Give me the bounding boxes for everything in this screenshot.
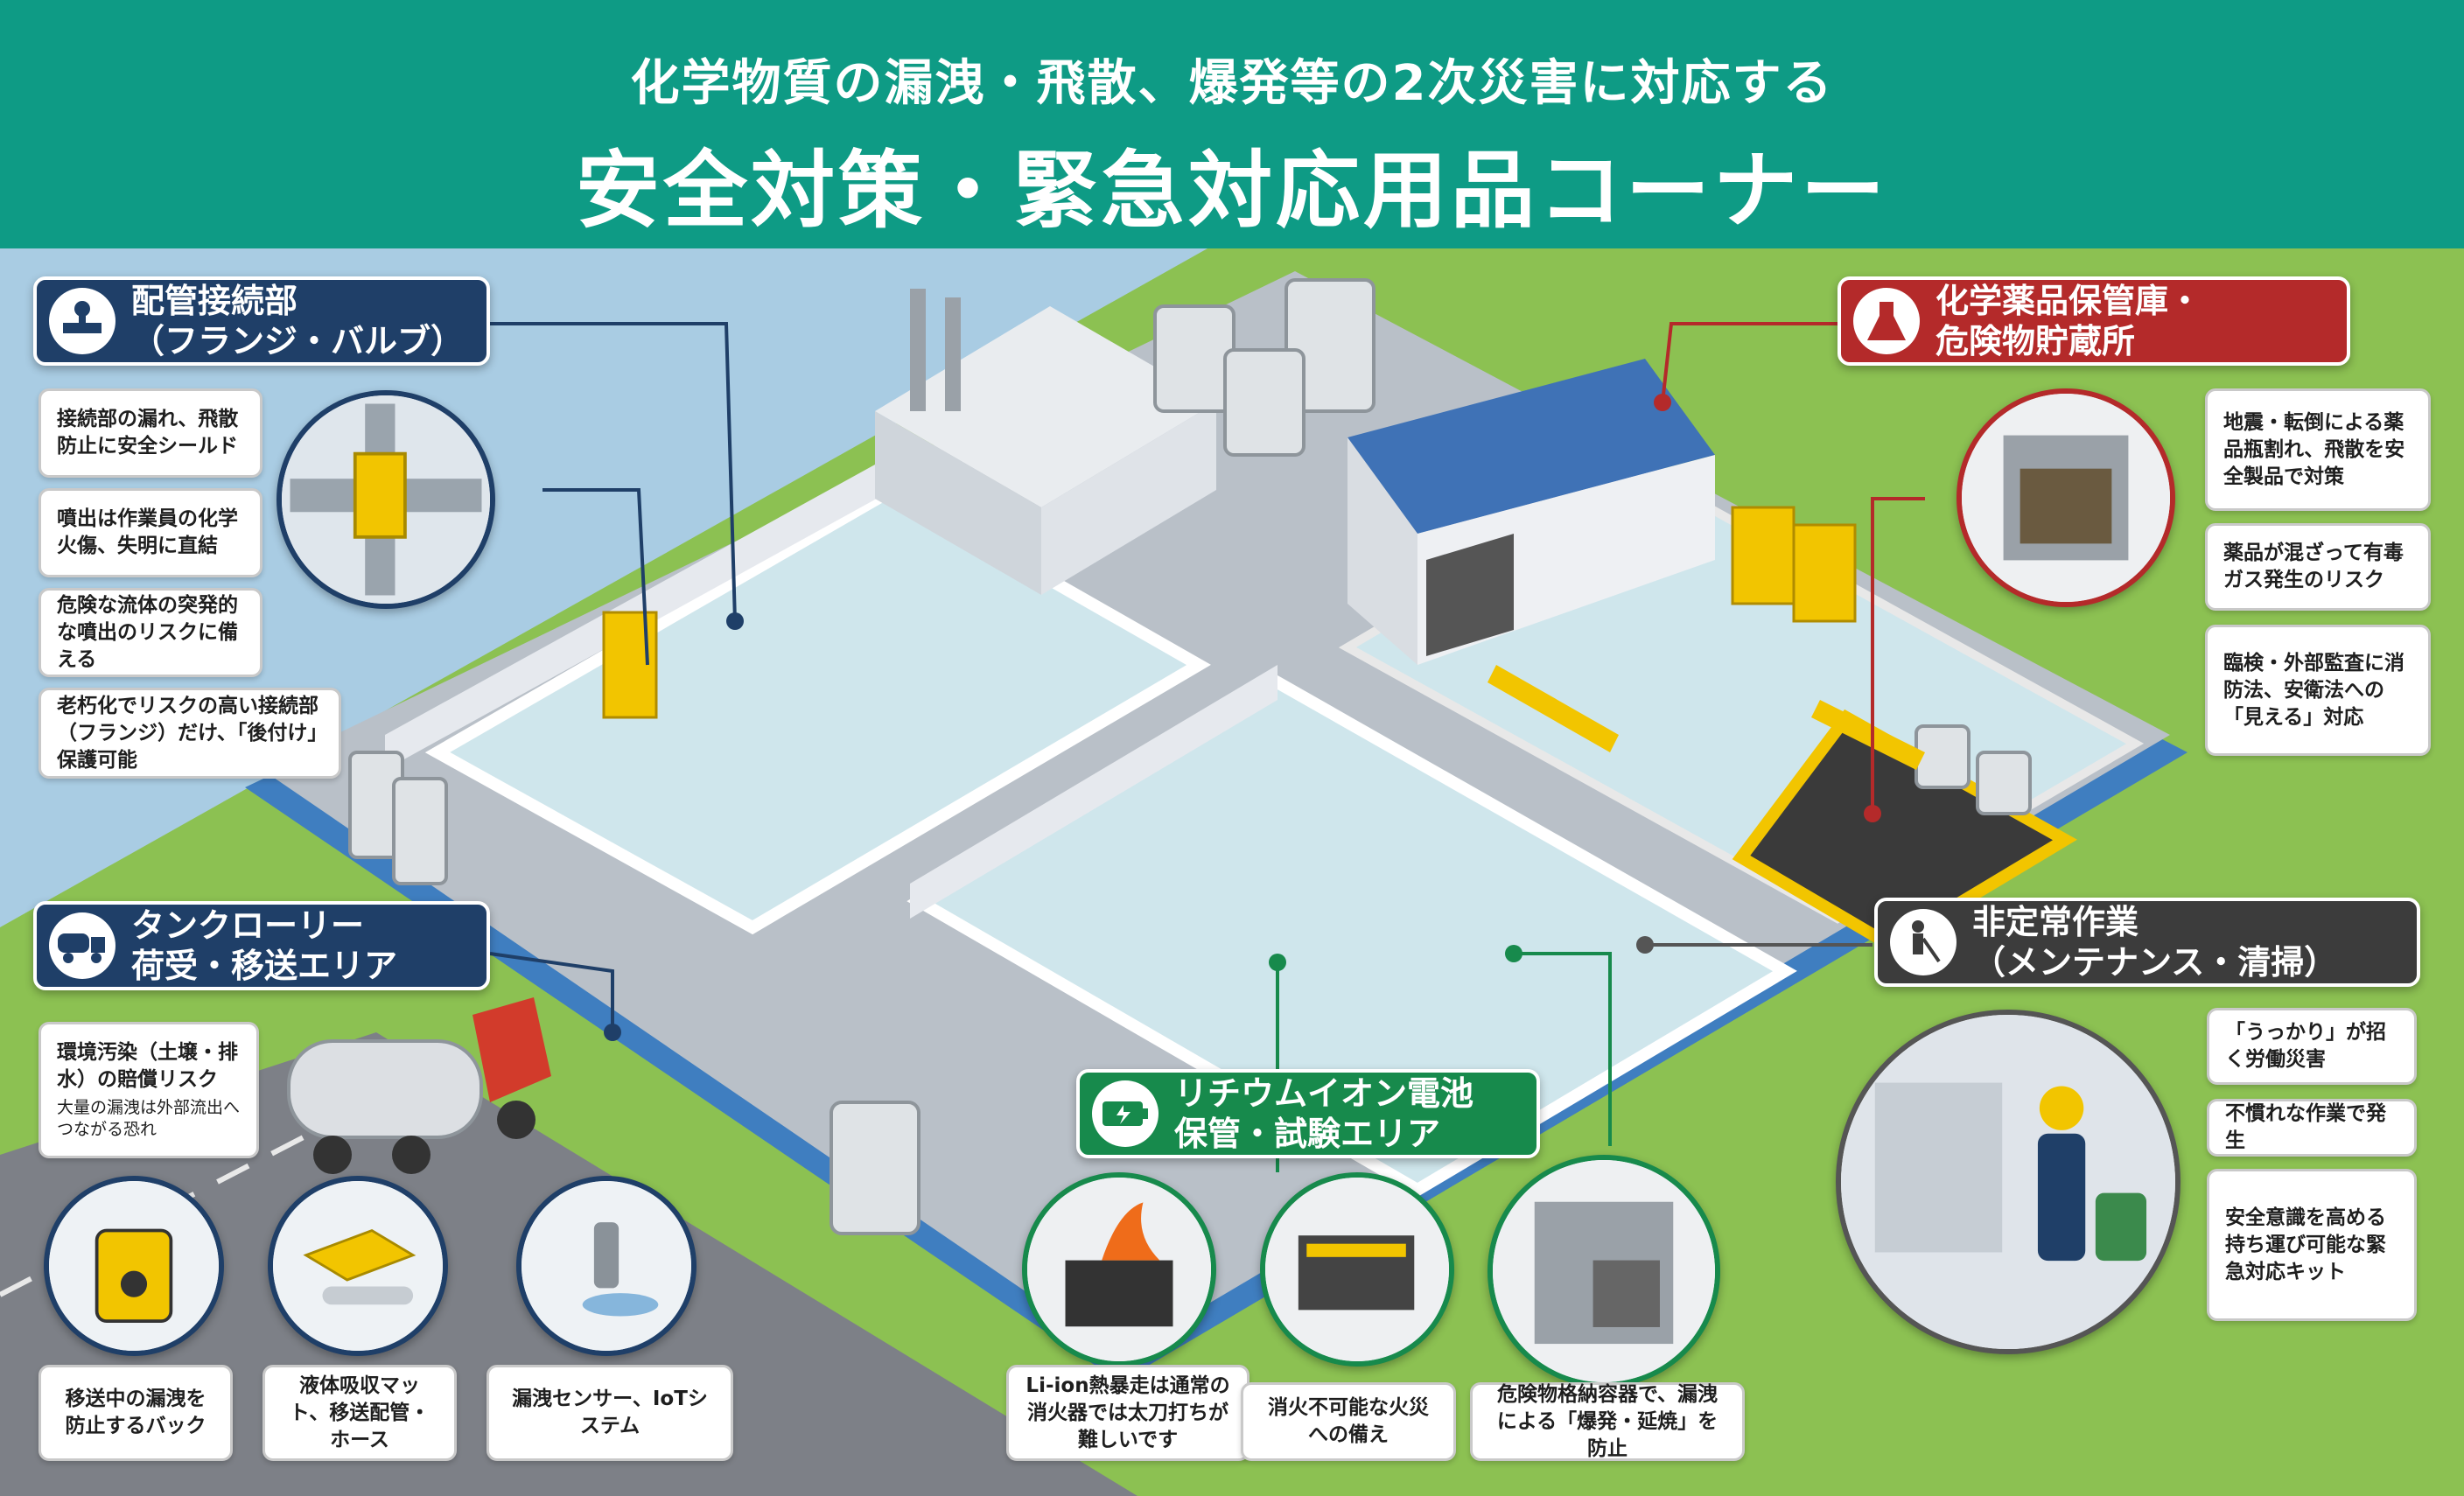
truck-icon xyxy=(49,912,116,979)
battery-section-tag: リチウムイオン電池保管・試験エリア xyxy=(1076,1069,1540,1158)
leak-sensor-circle xyxy=(516,1176,696,1356)
chemical-storage-section-tag: 化学薬品保管庫・危険物貯蔵所 xyxy=(1838,276,2350,366)
maintenance-title-line2: （メンテナンス・清掃） xyxy=(1972,943,2338,982)
header-banner: 化学物質の漏洩・飛散、爆発等の2次災害に対応する 安全対策・緊急対応用品コーナー xyxy=(0,0,2464,248)
maintenance-note-3: 安全意識を高める持ち運び可能な緊急対応キット xyxy=(2207,1169,2417,1321)
piping-section-tag: 配管接続部（フランジ・バルブ） xyxy=(33,276,490,366)
tank-lorry-risk: 環境汚染（土壌・排水）の賠償リスク大量の漏洩は外部流出へつながる恐れ xyxy=(38,1022,259,1158)
piping-note-4: 老朽化でリスクの高い接続部（フランジ）だけ、「後付け」保護可能 xyxy=(38,688,341,779)
battery-pack-circle xyxy=(1260,1172,1454,1367)
battery-note-1: Li-ion熱暴走は通常の消火器では太刀打ちが難しいです xyxy=(1006,1365,1250,1461)
piping-title-line2: （フランジ・バルブ） xyxy=(131,322,465,360)
chemical-note-3: 臨検・外部監査に消防法、安衛法への「見える」対応 xyxy=(2205,625,2431,756)
piping-note-1: 接続部の漏れ、飛散防止に安全シールド xyxy=(38,388,262,478)
absorbent-mat-circle xyxy=(268,1176,448,1356)
warehouse-roof xyxy=(1348,359,1715,534)
chemical-storage-title-line2: 危険物貯蔵所 xyxy=(1936,322,2136,360)
flask-icon xyxy=(1853,288,1920,354)
maintenance-note-2: 不慣れな作業で発生 xyxy=(2207,1099,2417,1157)
battery-icon xyxy=(1092,1080,1158,1147)
process-hall xyxy=(424,482,1211,935)
tank-lorry-risk-sub: 大量の漏洩は外部流出へつながる恐れ xyxy=(57,1098,241,1139)
product-leak-sensor: 漏洩センサー、IoTシステム xyxy=(486,1365,733,1461)
piping-note-2: 噴出は作業員の化学火傷、失明に直結 xyxy=(38,488,262,577)
product-absorbent-mat: 液体吸収マット、移送配管・ホース xyxy=(262,1365,457,1461)
chemical-note-1: 地震・転倒による薬品瓶割れ、飛散を安全製品で対策 xyxy=(2205,388,2431,511)
tank-lorry-title-line2: 荷受・移送エリア xyxy=(131,947,398,985)
chemical-note-2: 薬品が混ざって有毒ガス発生のリスク xyxy=(2205,523,2431,611)
maintenance-detail-circle xyxy=(1836,1010,2180,1354)
chemical-storage-title-line1: 化学薬品保管庫・ xyxy=(1936,282,2202,320)
header-subtitle: 化学物質の漏洩・飛散、爆発等の2次災害に対応する xyxy=(630,55,1834,112)
battery-title-line1: リチウムイオン電池 xyxy=(1174,1074,1474,1113)
tank-lorry-title-line1: タンクローリー xyxy=(131,906,365,945)
battery-title-line2: 保管・試験エリア xyxy=(1174,1115,1441,1153)
valve-icon xyxy=(49,288,116,354)
hazmat-container-circle xyxy=(1488,1155,1720,1388)
maintenance-note-1: 「うっかり」が招く労働災害 xyxy=(2207,1008,2417,1085)
piping-title-line1: 配管接続部 xyxy=(131,282,298,320)
header-title: 安全対策・緊急対応用品コーナー xyxy=(576,142,1888,240)
battery-note-3: 危険物格納容器で、漏洩による「爆発・延焼」を防止 xyxy=(1470,1382,1745,1461)
maintenance-section-tag: 非定常作業（メンテナンス・清掃） xyxy=(1874,898,2420,987)
main-building xyxy=(875,306,1216,507)
tank-lorry-risk-main: 環境汚染（土壌・排水）の賠償リスク xyxy=(57,1041,238,1091)
piping-detail-circle xyxy=(276,390,495,609)
product-spill-bag: 移送中の漏洩を防止するバック xyxy=(38,1365,233,1461)
tank-lorry-illustration xyxy=(287,997,551,1174)
maintenance-title-line1: 非定常作業 xyxy=(1972,903,2139,941)
piping-note-3: 危険な流体の突発的な噴出のリスクに備える xyxy=(38,588,262,677)
spill-bag-circle xyxy=(44,1176,224,1356)
thermal-runaway-circle xyxy=(1022,1172,1216,1367)
battery-note-2: 消火不可能な火災への備え xyxy=(1241,1382,1456,1461)
worker-mop-icon xyxy=(1890,909,1956,975)
tank-lorry-section-tag: タンクローリー荷受・移送エリア xyxy=(33,901,490,990)
storage-container-circle xyxy=(1956,388,2175,607)
